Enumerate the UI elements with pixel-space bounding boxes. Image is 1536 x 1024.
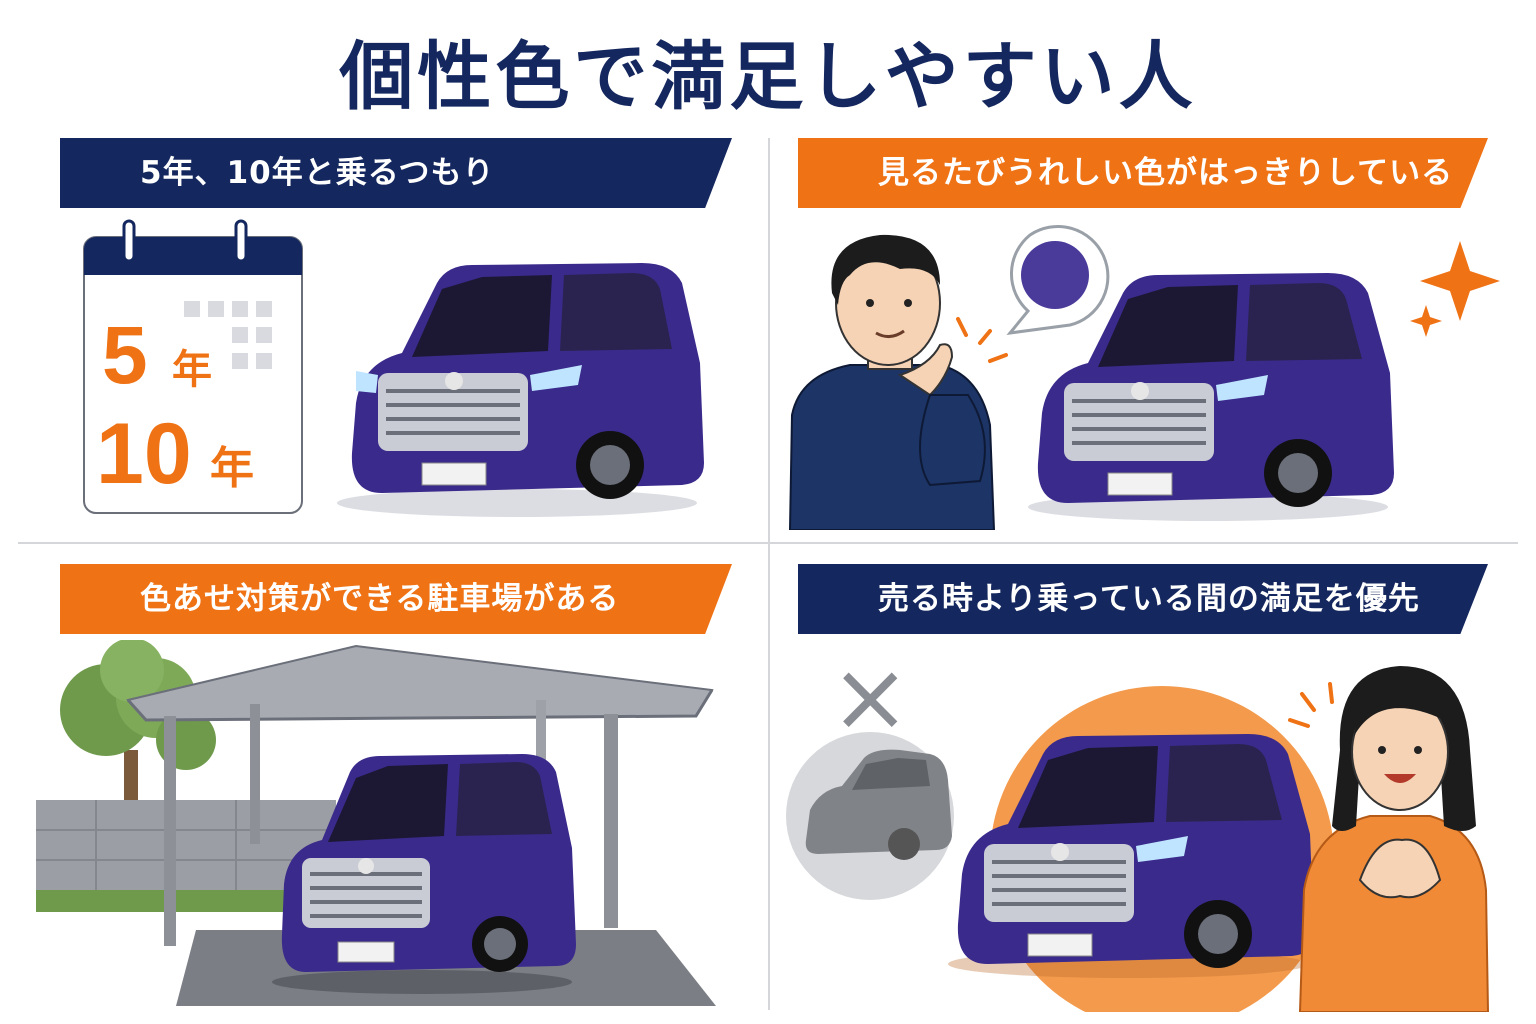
tree-illustration	[60, 640, 216, 810]
purple-car-illustration	[337, 263, 704, 517]
concrete-wall	[36, 800, 336, 912]
calendar-five: 5	[102, 310, 148, 401]
thinking-man-illustration	[788, 234, 996, 530]
panel-2-scene	[780, 215, 1520, 530]
purple-car-illustration	[1028, 273, 1394, 521]
purple-car-illustration	[272, 754, 576, 994]
panel-3-scene	[36, 640, 740, 1012]
vertical-divider	[768, 138, 770, 1010]
excitement-marks	[1288, 682, 1334, 728]
page-title: 個性色で満足しやすい人	[339, 34, 1197, 120]
panel-1-heading: 5年、10年と乗るつもり	[60, 138, 732, 208]
calendar-ten: 10	[96, 406, 192, 502]
calendar-year-unit-2: 年	[210, 443, 254, 494]
calendar-year-unit-1: 年	[172, 347, 212, 393]
panel-3-heading: 色あせ対策ができる駐車場がある	[60, 564, 732, 634]
calendar-icon: 5 年 10 年	[83, 219, 303, 514]
speech-bubble-purple-swatch	[1006, 224, 1110, 335]
exclamation-marks	[956, 317, 1008, 363]
panel-1-scene: 5 年 10 年	[60, 215, 740, 530]
panel-4-scene: ×	[780, 640, 1520, 1012]
gray-car-circle	[786, 732, 954, 900]
happy-woman-illustration	[1298, 666, 1490, 1012]
panel-4-heading: 売る時より乗っている間の満足を優先	[798, 564, 1488, 634]
purple-car-illustration	[948, 734, 1314, 978]
sparkle-icon	[1410, 241, 1500, 337]
horizontal-divider	[18, 542, 1518, 544]
panel-2-heading: 見るたびうれしい色がはっきりしている	[798, 138, 1488, 208]
